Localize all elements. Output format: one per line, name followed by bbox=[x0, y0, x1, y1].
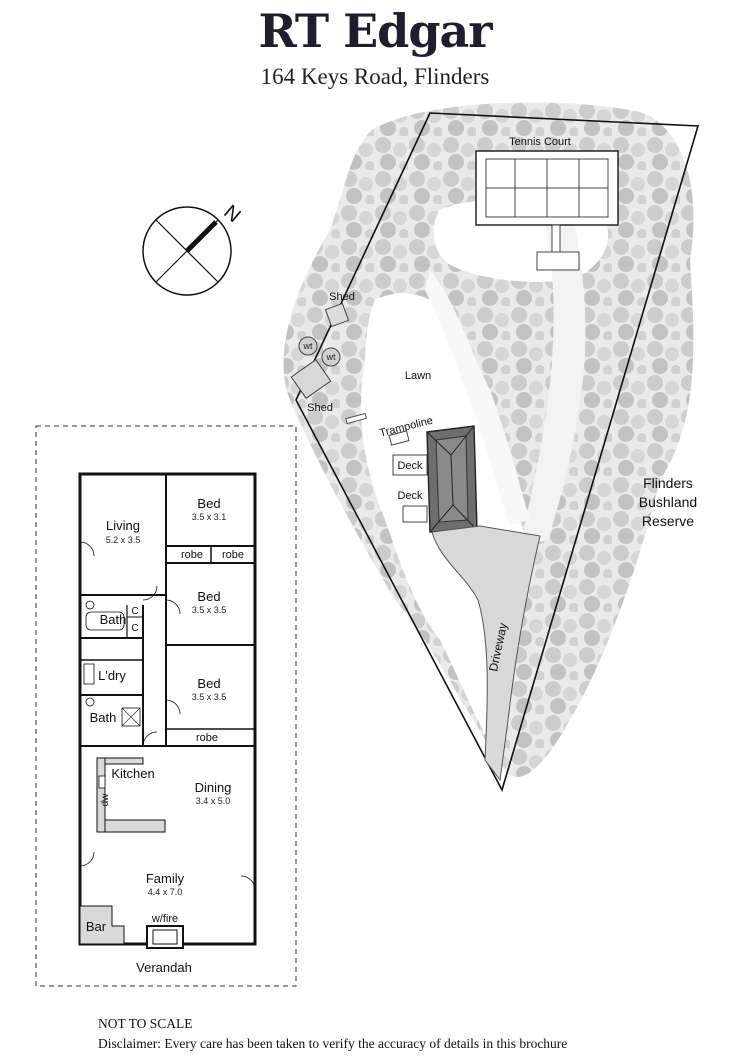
verandah-label: Verandah bbox=[136, 960, 192, 975]
reserve-label-line2: Bushland bbox=[639, 494, 697, 510]
bed1-label: Bed bbox=[197, 496, 220, 511]
deck-top-label: Deck bbox=[397, 460, 423, 472]
family-dim: 4.4 x 7.0 bbox=[148, 887, 183, 897]
water-tank-2 bbox=[321, 347, 341, 367]
floor-plan-frame bbox=[35, 425, 297, 987]
dining-dim: 3.4 x 5.0 bbox=[196, 796, 231, 806]
tennis-court-label: Tennis Court bbox=[509, 136, 571, 148]
water-tank-1 bbox=[298, 336, 318, 356]
shed-top bbox=[324, 302, 350, 328]
bed3-label: Bed bbox=[197, 676, 220, 691]
lawn-label: Lawn bbox=[405, 370, 431, 382]
bath1-label: Bath bbox=[100, 612, 127, 627]
north-label: N bbox=[219, 201, 244, 227]
dishwasher-label: dw bbox=[100, 793, 111, 807]
bed1-dim: 3.5 x 3.1 bbox=[192, 512, 227, 522]
north-compass: N bbox=[142, 201, 245, 296]
water-tank-1-label: wt bbox=[303, 341, 313, 351]
robe1-label: robe bbox=[181, 549, 203, 561]
bed3-dim: 3.5 x 3.5 bbox=[192, 692, 227, 702]
deck-bottom-label: Deck bbox=[397, 490, 423, 502]
trampoline bbox=[388, 430, 410, 446]
reserve-label-line3: Reserve bbox=[642, 513, 694, 529]
cupboard2-label: C bbox=[131, 623, 138, 634]
site-plan: Tennis Court Shed wt wt Shed Lawn Trampo… bbox=[283, 102, 700, 793]
robe2-label: robe bbox=[222, 549, 244, 561]
disclaimer: Disclaimer: Every care has been taken to… bbox=[98, 1036, 568, 1051]
floor-plan bbox=[78, 472, 257, 949]
living-dim: 5.2 x 3.5 bbox=[106, 535, 141, 545]
kitchen-label: Kitchen bbox=[111, 766, 154, 781]
reserve-label-line1: Flinders bbox=[643, 475, 693, 491]
scale-note: NOT TO SCALE bbox=[98, 1016, 193, 1031]
bed2-label: Bed bbox=[197, 589, 220, 604]
shed-bottom bbox=[290, 359, 332, 399]
house-roof bbox=[426, 425, 478, 533]
tennis-court bbox=[475, 150, 619, 271]
agency-title: RT Edgar bbox=[258, 4, 492, 58]
laundry-label: L'dry bbox=[98, 668, 126, 683]
living-label: Living bbox=[106, 518, 140, 533]
robe3-label: robe bbox=[196, 732, 218, 744]
deck-top bbox=[392, 454, 428, 476]
dining-label: Dining bbox=[195, 780, 232, 795]
driveway bbox=[431, 525, 541, 782]
fireplace-label: w/fire bbox=[151, 913, 178, 925]
property-address: 164 Keys Road, Flinders bbox=[260, 64, 490, 89]
water-tank-2-label: wt bbox=[326, 352, 336, 362]
shed-top-label: Shed bbox=[329, 291, 355, 303]
bath2-label: Bath bbox=[90, 710, 117, 725]
bar-label: Bar bbox=[86, 919, 107, 934]
deck-bottom bbox=[402, 505, 428, 523]
bed2-dim: 3.5 x 3.5 bbox=[192, 605, 227, 615]
family-label: Family bbox=[146, 871, 185, 886]
cupboard1-label: C bbox=[131, 606, 138, 617]
shed-bottom-label: Shed bbox=[307, 402, 333, 414]
